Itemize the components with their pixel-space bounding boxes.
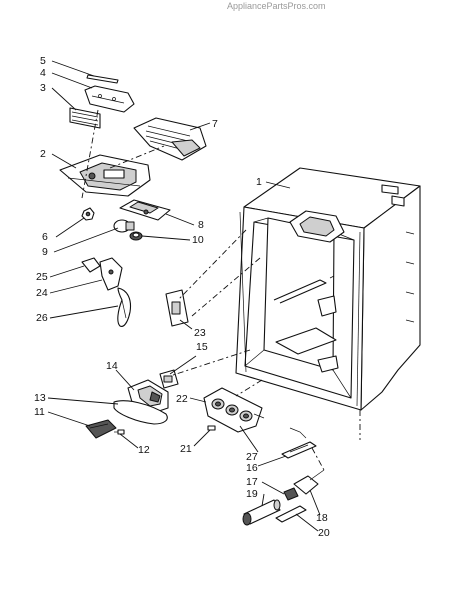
part-16-rail (281, 441, 317, 459)
part-10-socket (129, 231, 143, 241)
callout-25: 25 (36, 271, 48, 283)
part-18-valve (293, 469, 325, 495)
callout-13: 13 (34, 392, 46, 404)
watermark: AppliancePartsPros.com (227, 1, 326, 11)
part-7-vent-cover (133, 117, 207, 161)
callout-18: 18 (316, 512, 328, 524)
part-9-bulb (113, 219, 135, 233)
callout-numbers: 5 4 3 7 2 1 8 6 9 10 25 24 26 23 15 14 1… (34, 55, 330, 539)
callout-22: 22 (176, 393, 188, 405)
part-17-connector (283, 487, 299, 501)
callout-9: 9 (42, 246, 48, 258)
part-24-hinge-cover (99, 257, 123, 291)
callout-10: 10 (192, 234, 204, 246)
part-11-cover (85, 419, 117, 439)
part-22-control-assembly (203, 387, 265, 433)
part-21-screw (207, 425, 216, 431)
part-12-screw (114, 429, 125, 435)
part-13-lens (113, 400, 168, 425)
part-8-bracket (119, 199, 171, 221)
callout-21: 21 (180, 443, 192, 455)
part-4-bracket (84, 85, 135, 113)
callout-2: 2 (40, 148, 46, 160)
assembly-lines (81, 109, 361, 471)
leader-lines (47, 60, 321, 532)
part-19-filter (242, 499, 281, 526)
callout-16: 16 (246, 462, 258, 474)
part-25-clip (81, 257, 101, 273)
callout-12: 12 (138, 444, 150, 456)
part-5-rod (86, 74, 119, 84)
part-3-strip (69, 107, 101, 129)
part-27-wire (289, 427, 307, 439)
callout-5: 5 (40, 55, 46, 67)
callout-3: 3 (40, 82, 46, 94)
callout-19: 19 (246, 488, 258, 500)
callout-11: 11 (34, 406, 45, 418)
refrigerator-liner (235, 167, 421, 411)
part-23-switch (165, 289, 189, 327)
part-26-wire-harness (117, 287, 132, 327)
callout-27: 27 (246, 451, 258, 463)
part-20-cover (275, 505, 307, 523)
callout-1: 1 (256, 176, 262, 188)
callout-8: 8 (198, 219, 204, 231)
callout-6: 6 (42, 231, 48, 243)
callout-15: 15 (196, 341, 208, 353)
part-6-nut (81, 207, 95, 221)
part-14-lamp-housing (127, 379, 169, 415)
callout-4: 4 (40, 67, 46, 79)
callout-7: 7 (212, 118, 218, 130)
part-15-connector (159, 369, 179, 389)
callout-24: 24 (36, 287, 48, 299)
callout-26: 26 (36, 312, 48, 324)
callout-23: 23 (194, 327, 206, 339)
callout-20: 20 (318, 527, 330, 539)
callout-14: 14 (106, 360, 118, 372)
part-2-housing (59, 154, 151, 197)
callout-17: 17 (246, 476, 258, 488)
